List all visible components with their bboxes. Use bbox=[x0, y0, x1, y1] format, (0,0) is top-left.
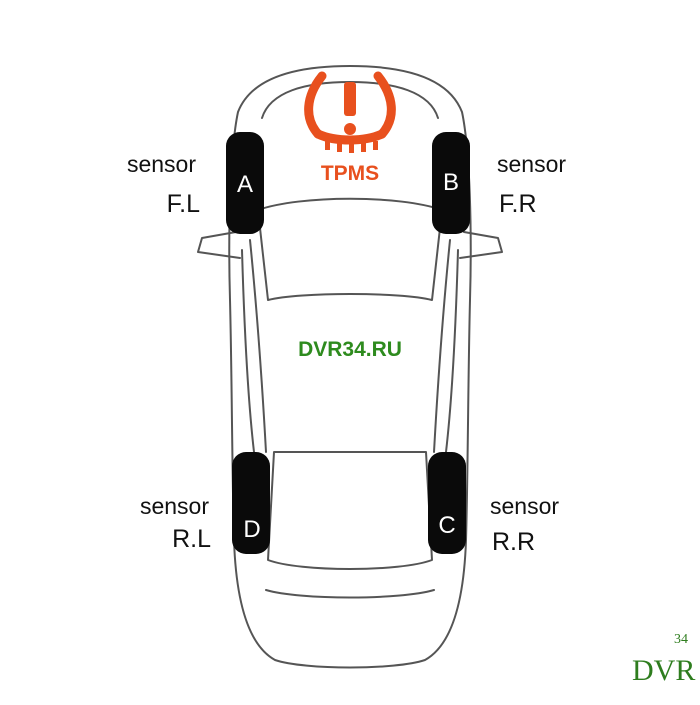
tpms-icon-tread-3 bbox=[349, 144, 354, 153]
car-windshield bbox=[257, 197, 443, 301]
sensor-word-front-right: sensor bbox=[497, 151, 566, 177]
tpms-icon-base bbox=[313, 129, 387, 145]
car-rear-window bbox=[267, 451, 433, 570]
sensor-word-rear-left: sensor bbox=[140, 493, 209, 519]
tpms-icon-exclamation-bar bbox=[344, 82, 356, 116]
center-watermark: DVR34.RU bbox=[298, 338, 402, 361]
tpms-icon-left-arc bbox=[304, 71, 327, 139]
sensor-code-front-left: F.L bbox=[167, 190, 200, 218]
car-left-side-line-outer bbox=[241, 249, 255, 453]
tire-front-left bbox=[226, 132, 264, 234]
sensor-word-rear-right: sensor bbox=[490, 493, 559, 519]
logo-superscript: 34 bbox=[674, 632, 688, 647]
tire-rear-right bbox=[428, 452, 466, 554]
sensor-word-front-left: sensor bbox=[127, 151, 196, 177]
tire-letter-rear-left: D bbox=[243, 516, 260, 543]
car-trunk-line bbox=[265, 589, 435, 599]
mirror-left bbox=[197, 231, 241, 259]
tpms-warning-icon bbox=[304, 71, 396, 153]
sensor-label-rear-left: sensor R.L bbox=[140, 493, 211, 553]
tpms-icon-exclamation-dot bbox=[344, 123, 356, 135]
tpms-icon-tread-5 bbox=[373, 141, 378, 150]
tire-front-right bbox=[432, 132, 470, 234]
dvr-logo: DVR 34 bbox=[632, 632, 695, 687]
mirror-right bbox=[459, 231, 503, 259]
tpms-label: TPMS bbox=[321, 162, 379, 185]
sensor-code-front-right: F.R bbox=[499, 190, 537, 218]
car-right-side-line-outer bbox=[445, 249, 459, 453]
sensor-label-rear-right: sensor R.R bbox=[490, 493, 559, 556]
tpms-icon-tread-2 bbox=[337, 143, 342, 152]
tire-letter-front-left: A bbox=[237, 171, 253, 198]
tpms-icon-tread-1 bbox=[325, 141, 330, 150]
tpms-icon-tread-4 bbox=[361, 143, 366, 152]
sensor-label-front-left: sensor F.L bbox=[127, 151, 200, 218]
logo-main-text: DVR bbox=[632, 654, 695, 687]
tire-rear-left bbox=[232, 452, 270, 554]
tires: A B C D bbox=[226, 132, 470, 554]
tire-letter-front-right: B bbox=[443, 169, 459, 196]
car-left-side-line bbox=[249, 239, 267, 453]
sensor-code-rear-left: R.L bbox=[172, 525, 211, 553]
car-right-side-line bbox=[433, 239, 451, 453]
sensor-label-front-right: sensor F.R bbox=[497, 151, 566, 218]
sensor-code-rear-right: R.R bbox=[492, 528, 535, 556]
tpms-icon-right-arc bbox=[373, 71, 396, 139]
tire-letter-rear-right: C bbox=[438, 512, 455, 539]
